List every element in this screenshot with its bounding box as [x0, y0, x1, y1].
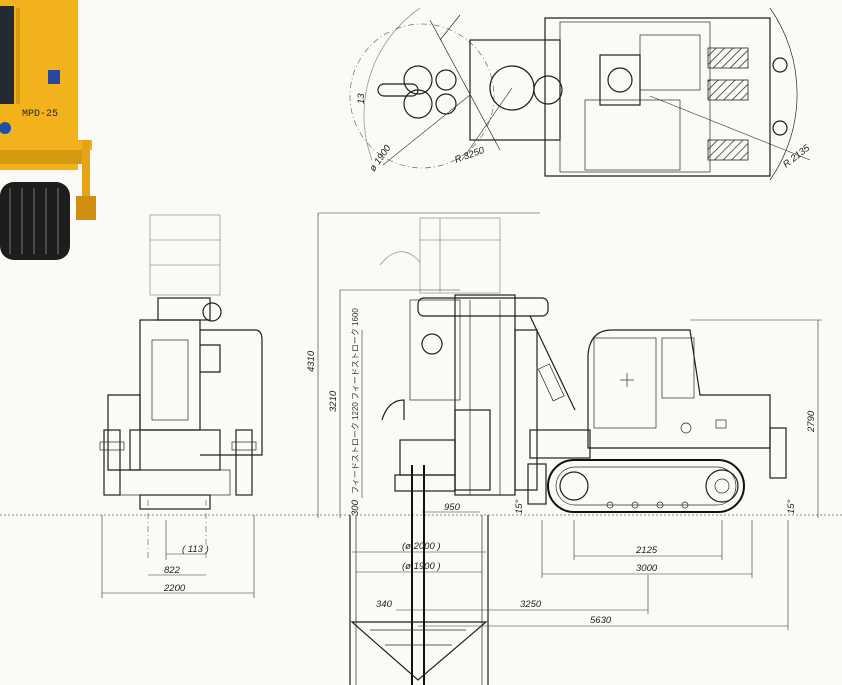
side-dim-5630: 5630 [590, 615, 612, 626]
side-dim-3000: 3000 [636, 563, 658, 574]
side-dim-d2000: (ø 2000 ) [402, 541, 441, 552]
side-dim-stroke1220: フィードストローク 1220 [351, 402, 360, 494]
side-dim-3210: 3210 [328, 390, 339, 412]
side-dim-d1900: (ø 1900 ) [402, 561, 441, 572]
side-dim-2125: 2125 [635, 545, 658, 556]
top-dim-r2135: R 2135 [781, 142, 812, 170]
photo-model-label: MPD-25 [22, 109, 58, 120]
side-view: 4310 3210 2790 300 フィードストローク 1600 フィードスト… [306, 212, 822, 685]
side-dim-3250: 3250 [520, 599, 542, 610]
front-dim-113: ( 113 ) [182, 544, 209, 555]
side-dim-stroke1600: フィードストローク 1600 [351, 308, 360, 400]
side-dim-2790: 2790 [806, 410, 817, 433]
top-dim-13: 13 [356, 93, 367, 104]
photo-emblem [0, 122, 11, 134]
top-dim-r3250: R 3250 [453, 145, 486, 166]
side-dim-15a: 15° [514, 499, 525, 514]
side-dim-4310: 4310 [306, 350, 317, 372]
photo-cab-window [0, 6, 14, 104]
front-dim-822: 822 [164, 565, 181, 576]
side-dim-300: 300 [350, 499, 361, 516]
side-dim-950: 950 [444, 502, 461, 513]
side-dim-340: 340 [376, 599, 393, 610]
top-view: ø 1900 R 3250 R 2135 13 [349, 7, 813, 181]
machine-photo: MPD-25 [0, 0, 96, 260]
front-view: ( 113 ) 822 2200 [99, 214, 263, 598]
front-dim-2200: 2200 [163, 583, 186, 594]
side-dim-15b: 15° [786, 499, 797, 514]
